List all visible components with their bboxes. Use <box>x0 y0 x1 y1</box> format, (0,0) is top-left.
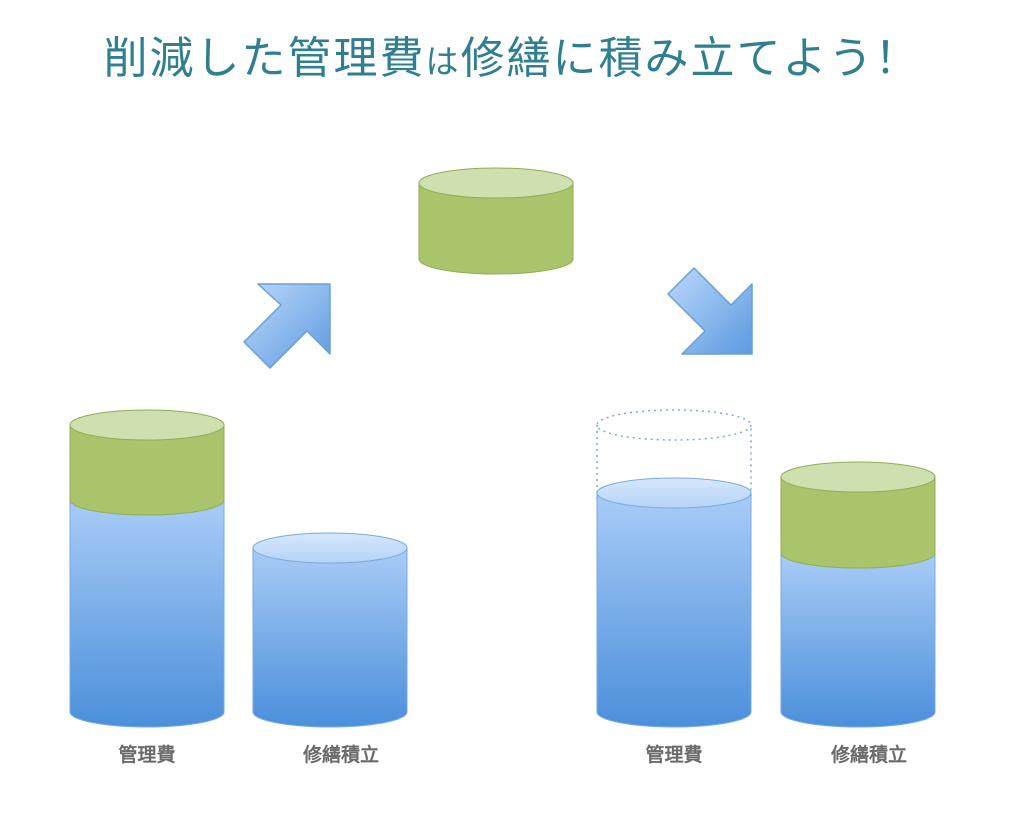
removed-portion-outline <box>596 409 752 441</box>
arrow-up-right-icon <box>243 283 331 369</box>
title-part-3: 修繕に積み立てよう！ <box>460 33 921 84</box>
arrow-down-right-icon <box>667 267 753 355</box>
title-part-2: は <box>425 42 461 81</box>
right-management-cylinder <box>596 409 752 728</box>
left-repair-label: 修繕積立 <box>302 743 379 766</box>
page-title: 削減した管理費は修繕に積み立てよう！ <box>0 22 1024 86</box>
left-management-cylinder <box>69 409 225 728</box>
left-repair-cylinder <box>252 532 408 728</box>
right-repair-label: 修繕積立 <box>830 743 907 766</box>
right-repair-cylinder <box>780 461 936 728</box>
right-management-label: 管理費 <box>645 743 702 766</box>
left-management-label: 管理費 <box>118 743 175 766</box>
saved-amount-disc <box>418 167 574 275</box>
title-part-1: 削減した管理費 <box>103 33 426 84</box>
